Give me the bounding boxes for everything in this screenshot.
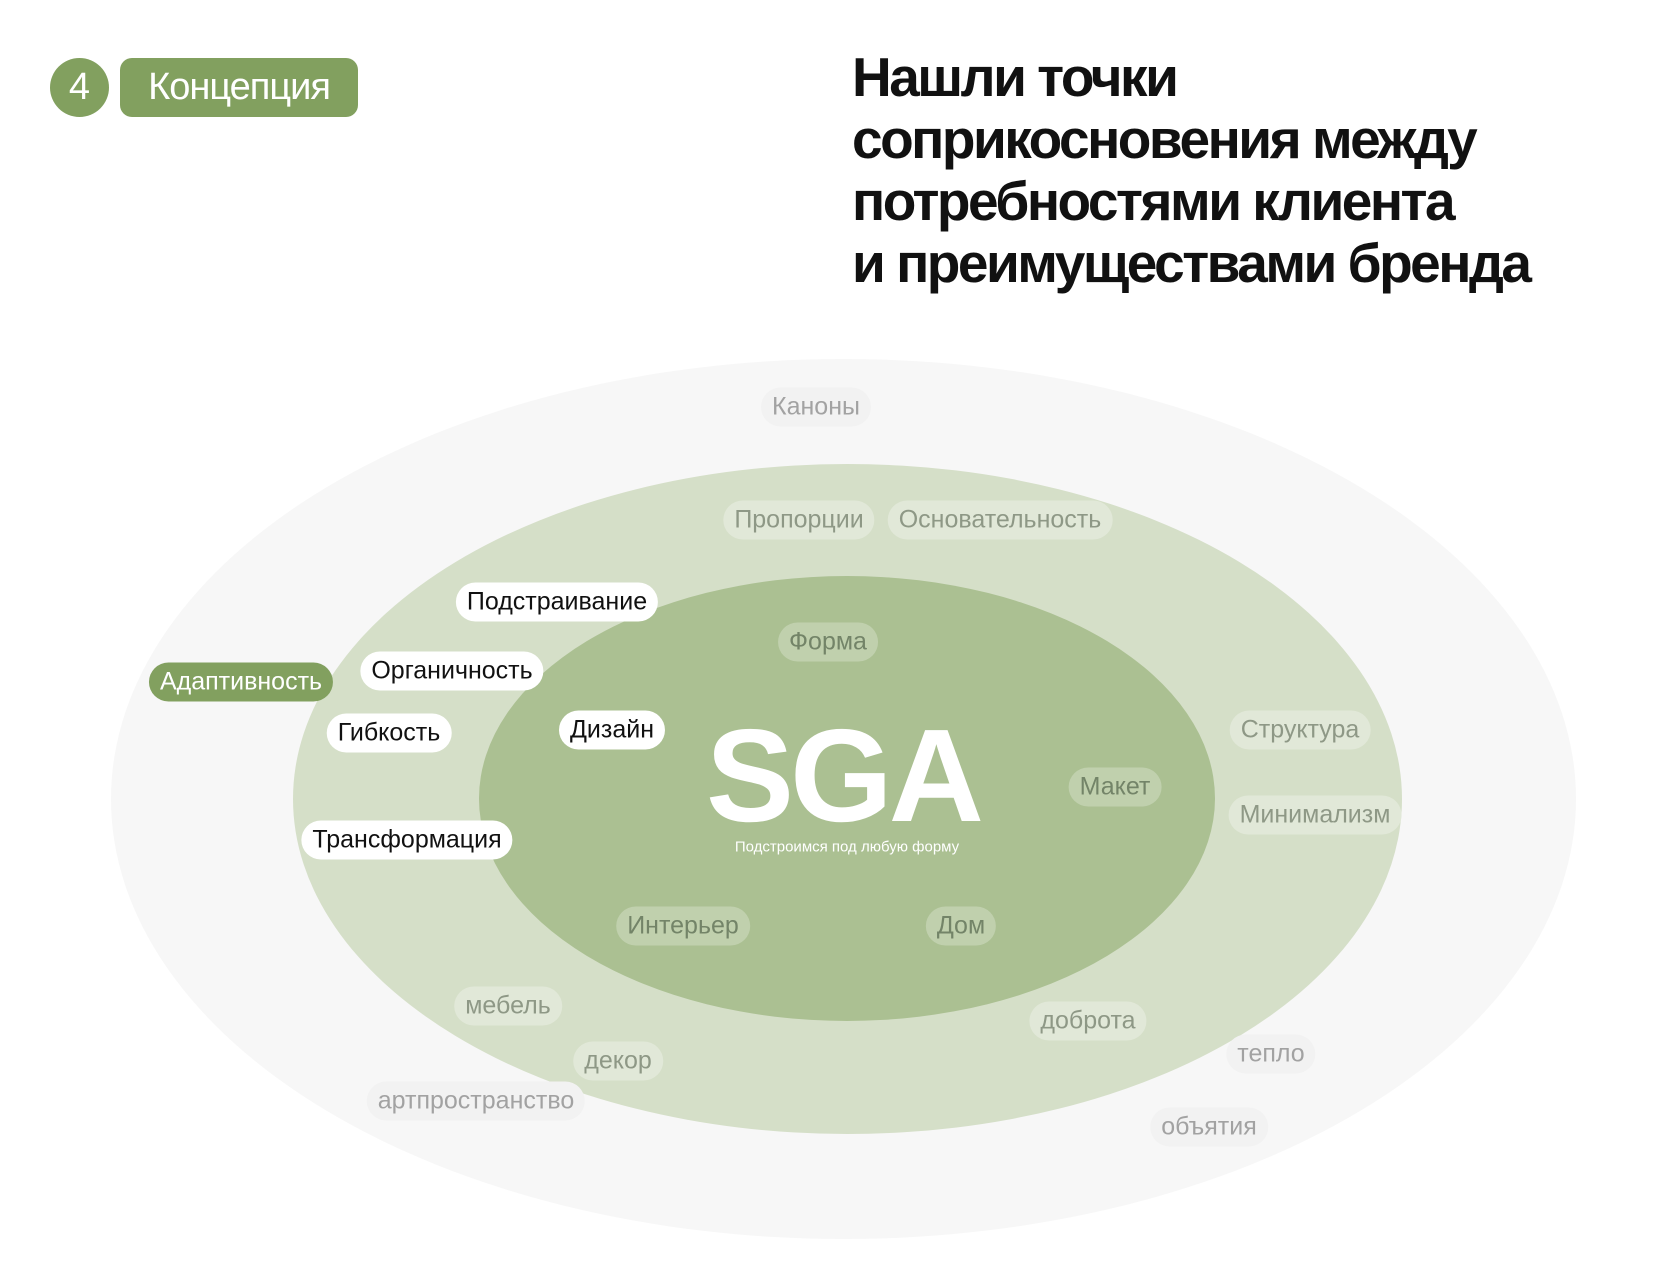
- title-line: потребностями клиента: [852, 170, 1456, 232]
- tag-transformatsiya: Трансформация: [301, 820, 513, 860]
- tag-dekor: декор: [573, 1041, 663, 1081]
- section-number-badge: 4: [50, 58, 109, 117]
- title-line: и преимуществами бренда: [852, 232, 1532, 294]
- tag-kanony: Каноны: [761, 387, 871, 427]
- tag-podstraivanie: Подстраивание: [455, 582, 659, 622]
- tag-gibkost: Гибкость: [326, 713, 452, 753]
- tag-interer: Интерьер: [616, 906, 750, 946]
- tag-mebel: мебель: [454, 986, 562, 1026]
- tag-adaptivnost: Адаптивность: [148, 662, 334, 702]
- tag-struktura: Структура: [1229, 710, 1371, 750]
- tag-organichnost: Органичность: [360, 651, 544, 691]
- brand-logo-text: SGA: [705, 702, 984, 849]
- tag-obyatiya: объятия: [1150, 1107, 1268, 1147]
- tag-proportsii: Пропорции: [723, 500, 875, 540]
- page-title: Нашли точки соприкосновения между потреб…: [852, 46, 1532, 294]
- tag-dobrota: доброта: [1029, 1001, 1147, 1041]
- title-line: Нашли точки: [852, 46, 1179, 108]
- tag-osnovatelnost: Основательность: [887, 500, 1113, 540]
- tag-maket: Макет: [1068, 767, 1162, 807]
- brand-tagline: Подстроимся под любую форму: [734, 838, 960, 856]
- tag-forma: Форма: [778, 622, 878, 662]
- tag-artprostranstvo: артпространство: [366, 1081, 586, 1121]
- tag-teplo: тепло: [1226, 1034, 1316, 1074]
- section-label-badge: Концепция: [120, 58, 358, 117]
- inner-ellipse: [479, 576, 1215, 1021]
- tag-dom: Дом: [925, 906, 997, 946]
- tag-minimalizm: Минимализм: [1228, 795, 1402, 835]
- title-line: соприкосновения между: [852, 108, 1478, 170]
- tag-dizain: Дизайн: [558, 710, 666, 750]
